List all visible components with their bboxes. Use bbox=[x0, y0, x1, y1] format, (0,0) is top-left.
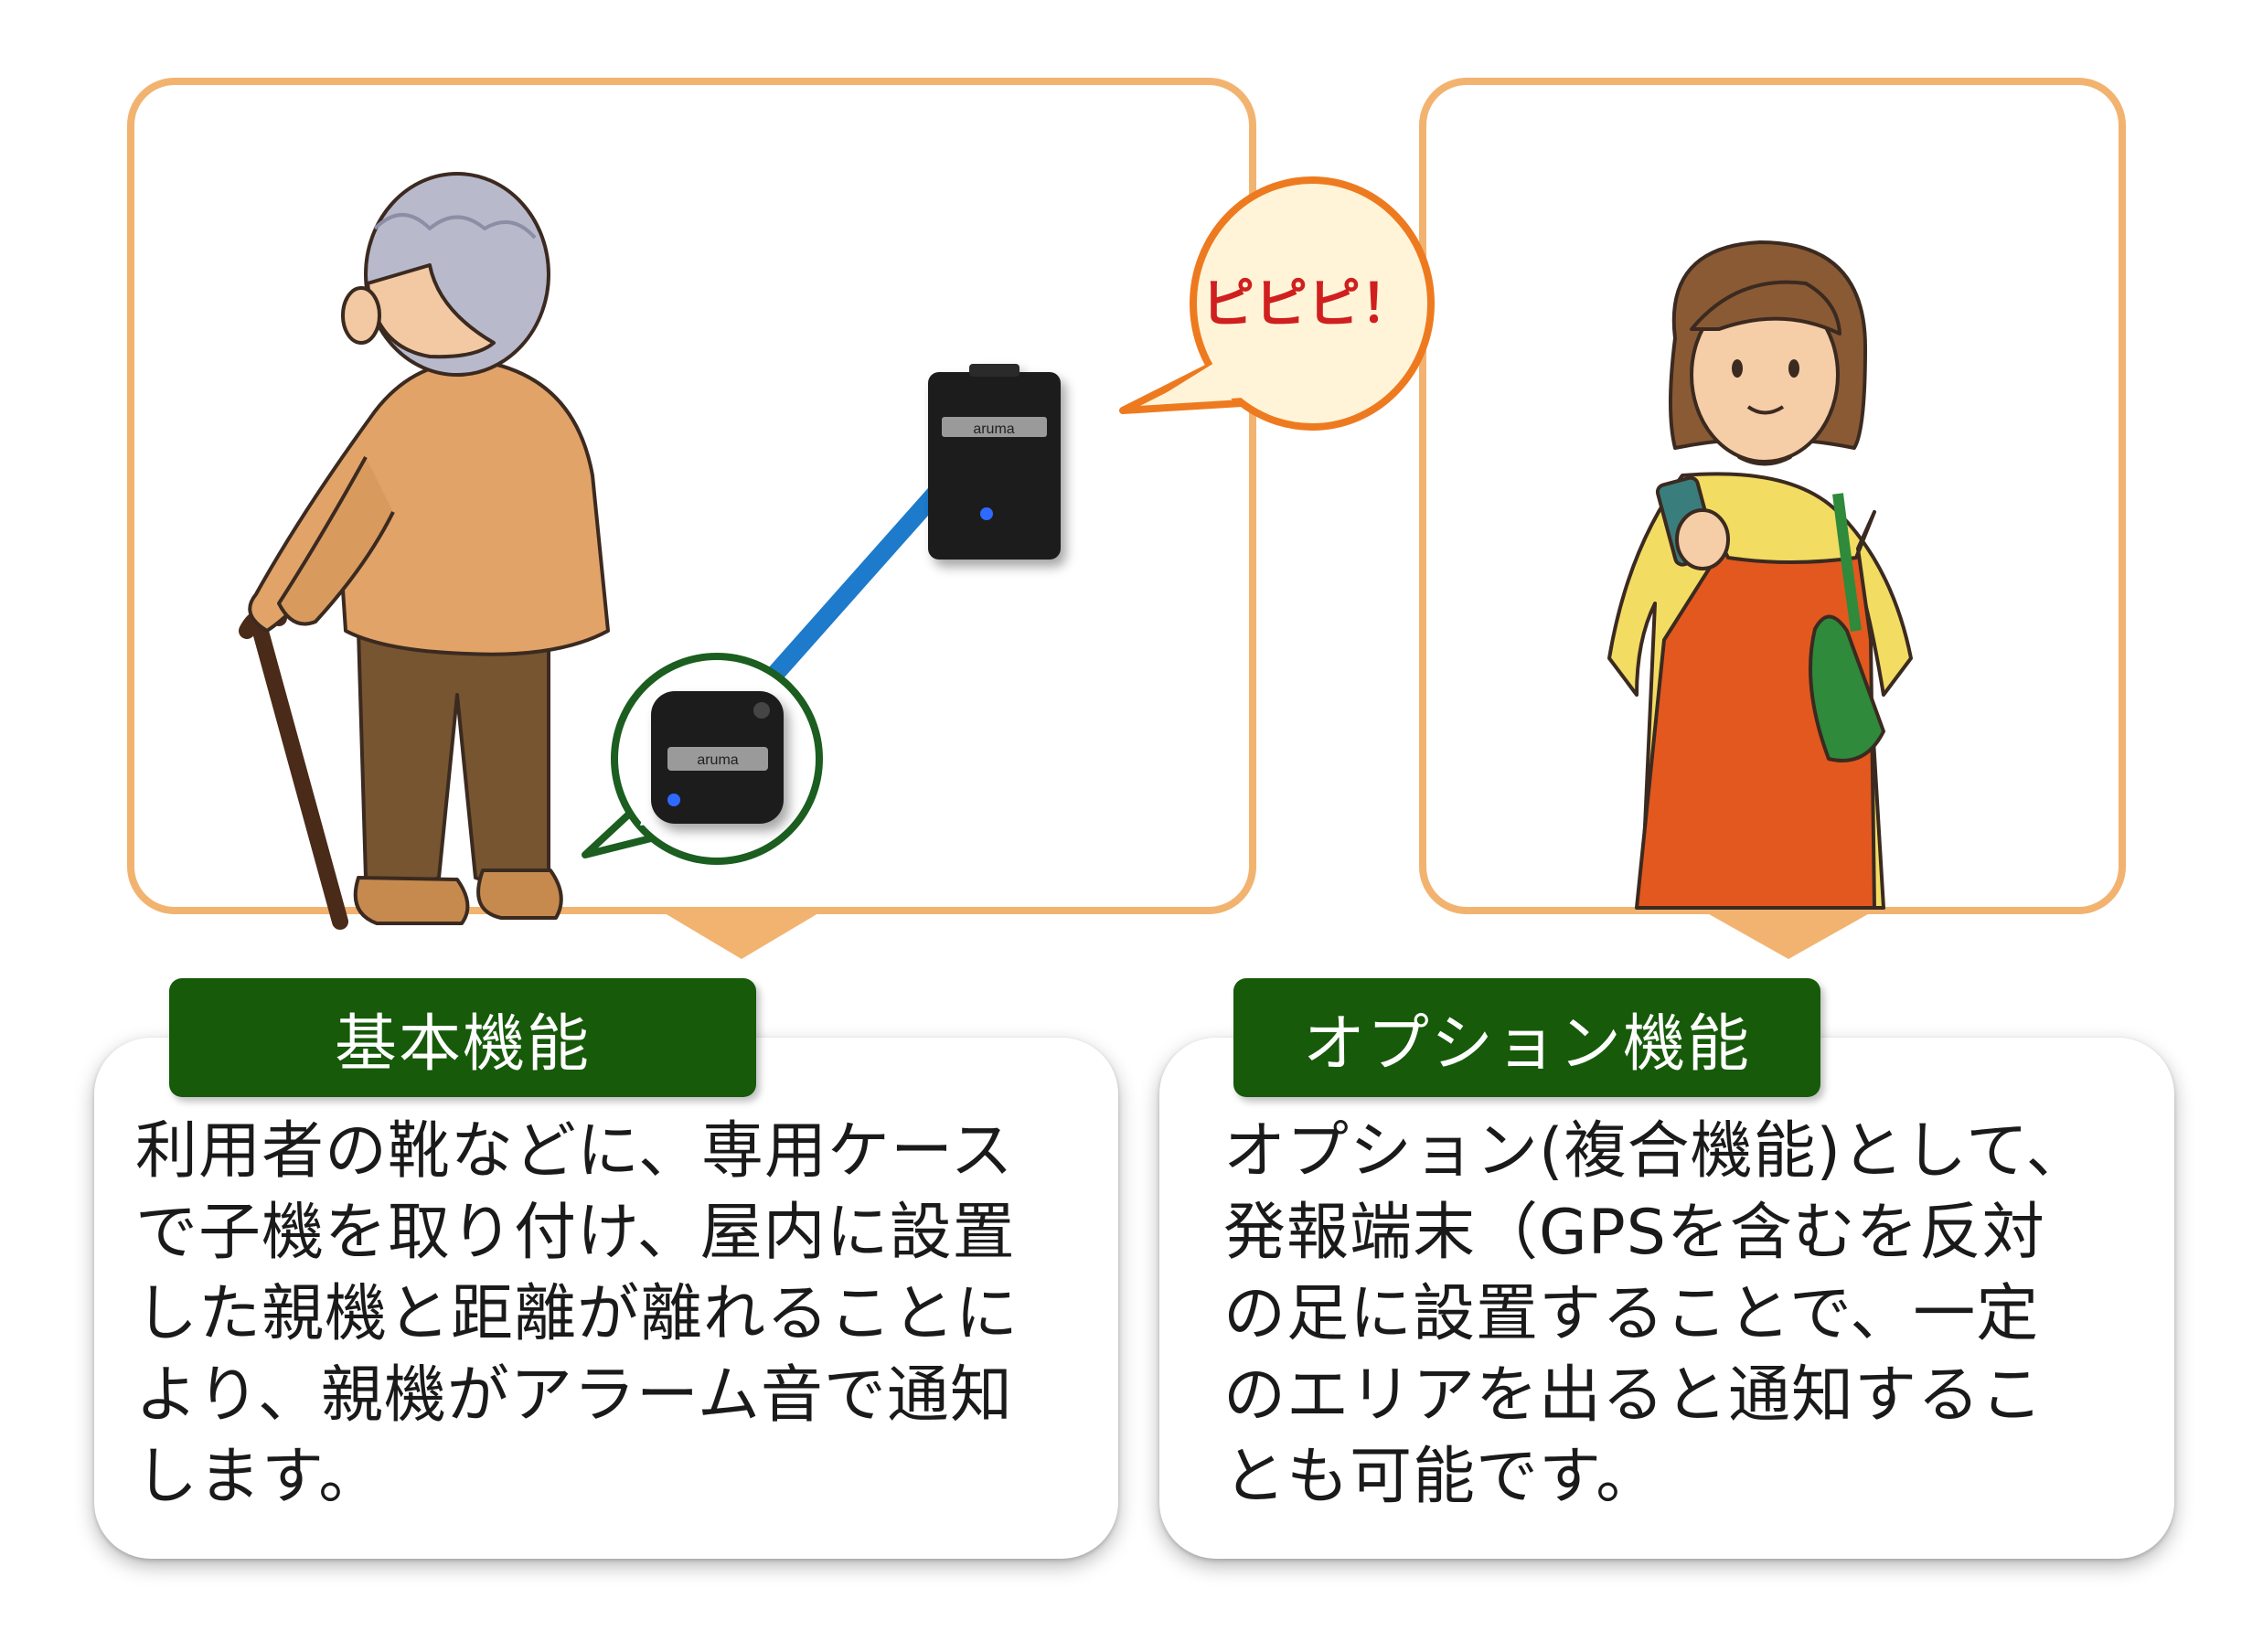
basic-feature-tag: 基本機能 bbox=[169, 978, 756, 1097]
woman-figure bbox=[1607, 240, 1913, 910]
speech-bubble-text: ピピピ！ bbox=[1201, 272, 1414, 335]
option-line-1: オプション(複合機能)として、 bbox=[1223, 1115, 2089, 1188]
basic-line-2: で子機を取り付け、屋内に設置 bbox=[135, 1197, 1016, 1269]
basic-feature-title: 基本機能 bbox=[334, 1007, 591, 1081]
child-device-brand: aruma bbox=[697, 752, 738, 768]
elderly-man-figure bbox=[239, 172, 610, 930]
option-feature-title: オプション機能 bbox=[1302, 1007, 1751, 1081]
basic-description-text: 利用者の靴などに、専用ケース で子機を取り付け、屋内に設置 した親機と距離が離れ… bbox=[135, 1111, 1105, 1518]
basic-line-3: した親機と距離が離れることに bbox=[135, 1278, 1019, 1350]
option-description-text: オプション(複合機能)として、 発報端末（GPSを含むを反対 の足に設置すること… bbox=[1223, 1111, 2165, 1518]
option-feature-tag: オプション機能 bbox=[1233, 978, 1820, 1097]
option-line-2: 発報端末（GPSを含むを反対 bbox=[1223, 1197, 2045, 1269]
basic-line-4: より、親機がアラーム音で通知 bbox=[135, 1359, 1013, 1432]
option-description-card bbox=[1159, 1038, 2174, 1559]
speech-bubble bbox=[1119, 176, 1435, 431]
signal-line bbox=[761, 480, 949, 688]
option-line-4: のエリアを出ると通知するこ bbox=[1223, 1359, 2044, 1432]
basic-line-1: 利用者の靴などに、専用ケース bbox=[135, 1115, 1014, 1188]
basic-line-5: します。 bbox=[135, 1441, 382, 1513]
basic-description-card bbox=[94, 1038, 1118, 1559]
child-device-image bbox=[651, 691, 784, 824]
parent-device-brand: aruma bbox=[973, 421, 1014, 437]
option-line-5: とも可能です。 bbox=[1223, 1441, 1660, 1513]
parent-device-image bbox=[928, 364, 1061, 560]
option-line-3: の足に設置することで、一定 bbox=[1223, 1278, 2040, 1350]
